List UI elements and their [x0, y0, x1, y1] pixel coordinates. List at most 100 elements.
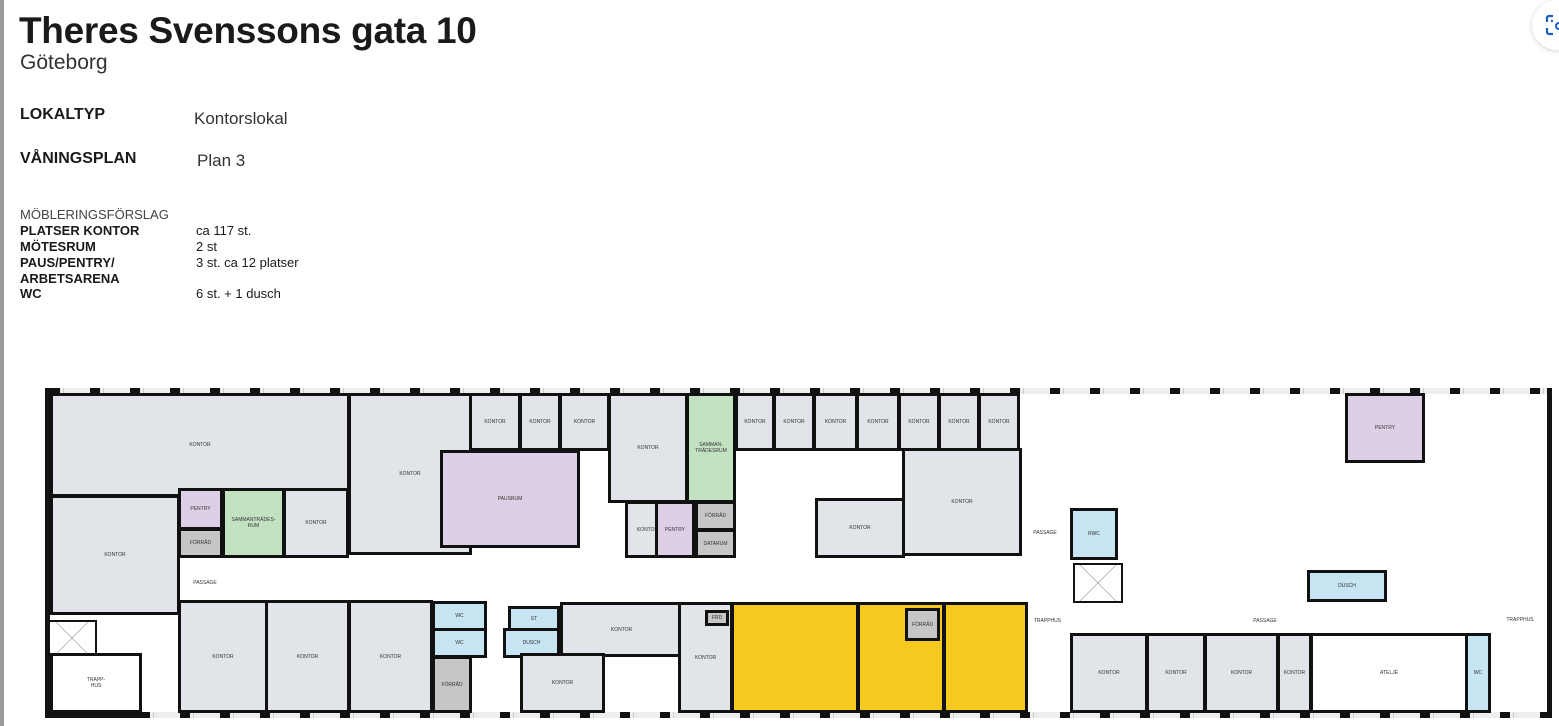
lens-search-button[interactable]: [1532, 0, 1559, 50]
furnishing-value: 3 st. ca 12 platser: [196, 255, 299, 270]
office-room: KONTOR: [1277, 633, 1312, 713]
room-label: FÖRRÅD: [704, 513, 727, 519]
area-label: PASSAGE: [155, 573, 255, 593]
furnishing-value: 6 st. + 1 dusch: [196, 286, 281, 301]
office-room: KONTOR: [519, 393, 561, 451]
room-label: WC: [455, 640, 464, 646]
storage-room: FÖRRÅD: [905, 608, 940, 641]
room-label: KONTOR: [399, 471, 421, 477]
room-label: TRAPP- HUS: [86, 677, 106, 689]
storage-room: FÖRRÅD: [695, 501, 736, 531]
furnishing-value: ca 117 st.: [196, 223, 252, 238]
room-label: FÖRRÅD: [911, 621, 934, 628]
room-label: ST: [530, 615, 538, 622]
room-label: DUSCH: [1338, 583, 1356, 589]
room-label: KONTOR: [529, 419, 551, 425]
room-label: FRD: [711, 615, 723, 621]
wc-room: WC: [1465, 633, 1491, 713]
office-room: KONTOR: [560, 602, 683, 657]
room-label: PENTRY: [1374, 425, 1396, 431]
city: Göteborg: [20, 51, 108, 74]
windows-top: [50, 388, 1547, 394]
vaningsplan-value: Plan 3: [197, 151, 246, 170]
wc-room: RWC: [1070, 508, 1118, 560]
pantry-room: PENTRY: [655, 501, 695, 558]
office-room: KONTOR: [469, 393, 521, 451]
room-label: KONTOR: [951, 499, 973, 505]
area-label: PASSAGE: [1015, 523, 1075, 543]
floor-plan: KONTOR KONTOR PENTRY FÖRRÅD SAMMANTRÄDES- RU…: [45, 388, 1552, 718]
lens-icon: [1545, 14, 1559, 36]
office-room: KONTOR: [1146, 633, 1206, 713]
room-label: KONTOR: [212, 653, 234, 660]
room-label: DUSCH: [522, 640, 541, 646]
office-room: KONTOR: [559, 393, 610, 451]
room-label: KONTOR: [1230, 670, 1253, 676]
room-label: FÖRRÅD: [189, 540, 212, 546]
room-label: KONTOR: [1098, 670, 1120, 676]
storage-room: FÖRRÅD: [432, 656, 472, 713]
studio-room: ATELJÉ: [1310, 633, 1468, 713]
office-room: KONTOR: [608, 393, 688, 503]
office-room: KONTOR: [813, 393, 858, 451]
room-label: KONTOR: [948, 419, 970, 425]
office-room: KONTOR: [50, 495, 180, 615]
room-label: TRAPPHUS: [1033, 618, 1062, 624]
office-room: KONTOR: [938, 393, 980, 451]
room-label: KONTOR: [573, 419, 596, 425]
viewer-edge: [0, 0, 4, 726]
room-label: KONTOR: [296, 653, 319, 660]
room-label: KONTOR: [694, 654, 717, 661]
furnishing-value: 2 st: [196, 239, 217, 254]
wc-room: DUSCH: [1307, 570, 1387, 602]
room-label: KONTOR: [824, 419, 847, 425]
area-label: TRAPPHUS: [1020, 611, 1075, 631]
office-room: KONTOR: [978, 393, 1020, 451]
office-room: KONTOR: [902, 448, 1022, 556]
room-label: KONTOR: [551, 680, 574, 686]
office-room: KONTOR: [520, 653, 605, 713]
room-label: KONTOR: [305, 520, 327, 526]
room-label: KONTOR: [849, 525, 871, 531]
room-label: KONTOR: [379, 653, 402, 660]
room-label: WC: [455, 613, 464, 619]
room-label: DATARUM: [703, 540, 728, 547]
furnishing-label: PAUS/PENTRY/ ARBETSARENA: [20, 255, 120, 286]
wc-room: WC: [432, 601, 487, 631]
room-label: SAMMAN- TRÄDESRUM: [695, 442, 727, 454]
meeting-room: SAMMANTRÄDES- RUM: [222, 488, 285, 558]
highlighted-space: [731, 602, 859, 713]
room-label: PENTRY: [190, 506, 211, 512]
office-room: KONTOR: [50, 393, 350, 497]
pantry-room: PAUSRUM: [440, 450, 580, 548]
room-label: KONTOR: [744, 419, 766, 425]
storage-room: FRD: [705, 610, 729, 626]
office-room: KONTOR: [815, 498, 905, 558]
area-label: TRAPPHUS: [1485, 610, 1555, 630]
office-room: KONTOR: [1204, 633, 1279, 713]
room-label: KONTOR: [636, 526, 659, 533]
furnishing-label: WC: [20, 286, 42, 301]
room-label: KONTOR: [1165, 670, 1187, 676]
room-label: ATELJÉ: [1380, 670, 1398, 676]
room-label: TRAPPHUS: [1506, 617, 1534, 623]
windows-bottom: [140, 712, 1547, 718]
room-label: FÖRRÅD: [441, 681, 463, 688]
elevator: [47, 620, 97, 656]
room-label: PASSAGE: [1253, 618, 1277, 624]
vaningsplan-label: VÅNINGSPLAN: [20, 150, 137, 167]
office-room: KONTOR: [735, 393, 775, 451]
storage-room: DATARUM: [695, 529, 736, 558]
elevator: [1073, 563, 1123, 603]
room-label: PENTRY: [664, 526, 686, 533]
office-room: KONTOR: [856, 393, 900, 451]
room-label: KONTOR: [1283, 670, 1306, 676]
office-room: KONTOR: [265, 600, 350, 713]
meeting-room: SAMMAN- TRÄDESRUM: [686, 393, 736, 503]
room-label: KONTOR: [104, 552, 126, 558]
room-label: SAMMANTRÄDES- RUM: [231, 517, 276, 529]
furnishing-label: MÖTESRUM: [20, 239, 96, 254]
office-room: KONTOR: [898, 393, 940, 451]
storage-room: FÖRRÅD: [178, 528, 223, 558]
pantry-room: PENTRY: [1345, 393, 1425, 463]
